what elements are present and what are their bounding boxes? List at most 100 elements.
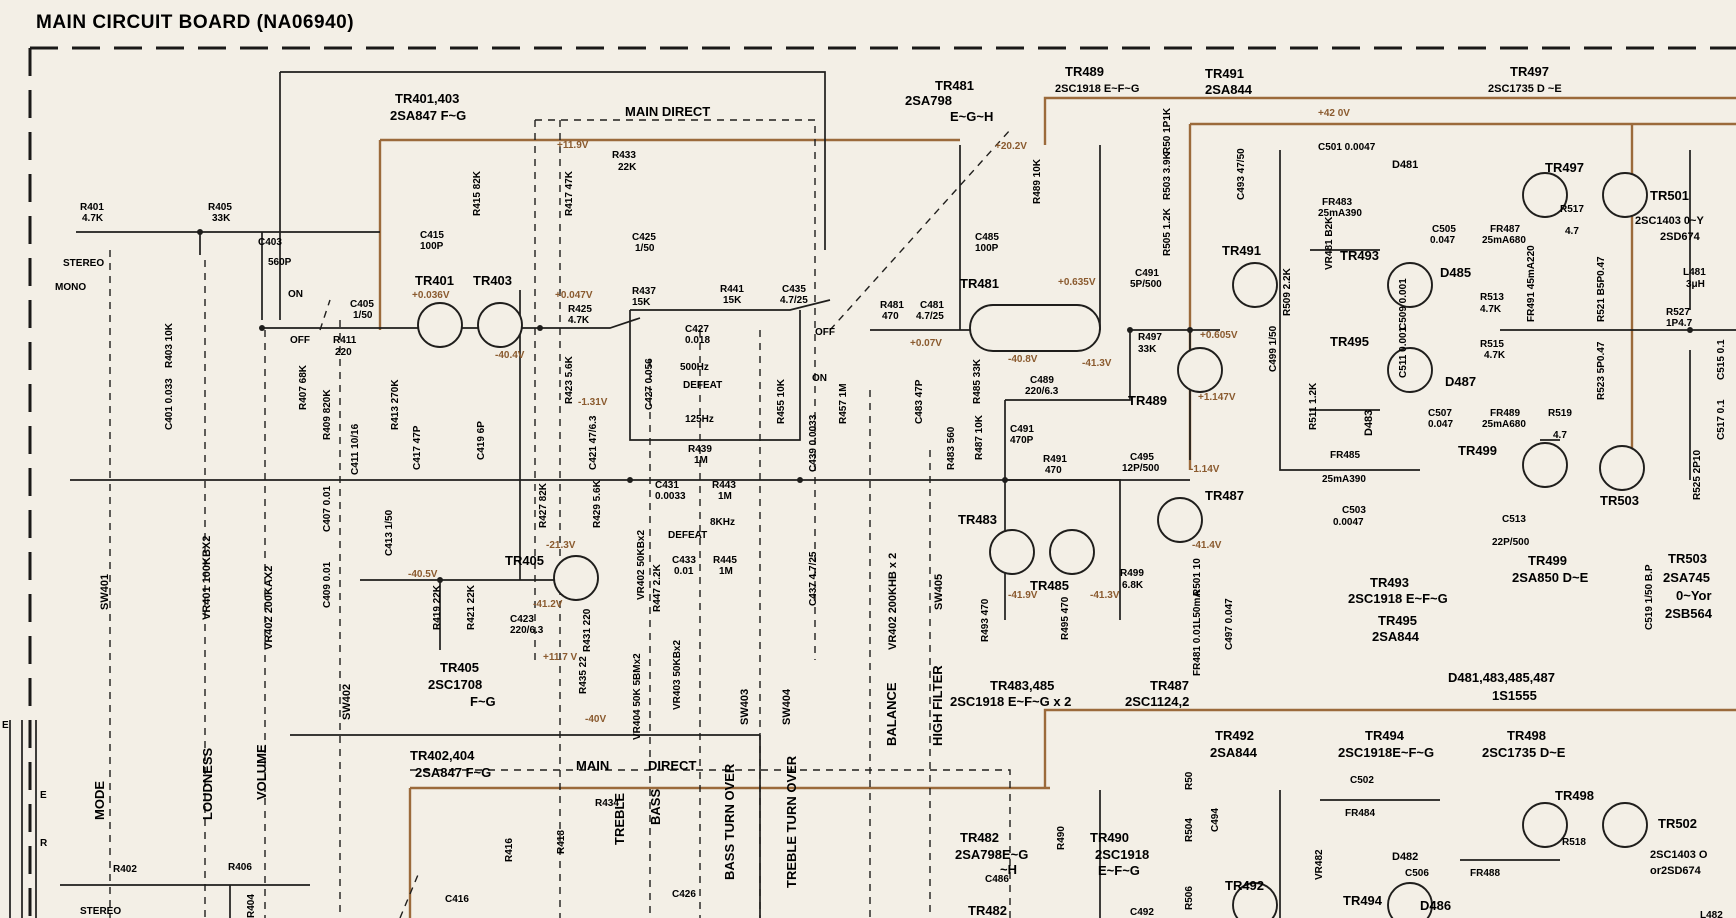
r485: R485 33K: [972, 358, 983, 404]
vr402c: VR402 200KHB x 2: [887, 553, 899, 650]
wiring: [9, 71, 1736, 918]
d483: D483: [1363, 410, 1375, 436]
c494: C494: [1210, 808, 1221, 832]
c423: C423: [510, 614, 534, 625]
v-0-036: +0.036V: [412, 290, 450, 301]
c407: C407 0.01: [322, 485, 333, 532]
c401: C401 0.033: [164, 378, 175, 430]
r503: R503 3.9K: [1162, 151, 1173, 200]
tr481-symbol: [969, 304, 1101, 352]
r506: R506: [1184, 886, 1195, 910]
c425: C425: [632, 232, 656, 243]
r513-v: 4.7K: [1480, 304, 1502, 315]
v-11-9: +11.9V: [557, 140, 589, 151]
r481: R481: [880, 300, 904, 311]
r433: R433: [612, 150, 636, 161]
main-bot: MAIN: [576, 758, 609, 773]
r405-v: 33K: [212, 213, 231, 224]
r455: R455 10K: [776, 378, 787, 424]
fr485: FR485: [1330, 450, 1360, 461]
r405: R405: [208, 202, 232, 213]
v-1-14: -1.14V: [1190, 464, 1220, 475]
r447: R447 2.2K: [652, 563, 663, 612]
on: ON: [812, 373, 827, 384]
r481-v: 470: [882, 311, 899, 322]
c507-v: 0.047: [1428, 419, 1453, 430]
fr489-v: 25mA680: [1482, 419, 1526, 430]
c425-v: 1/50: [635, 243, 655, 254]
r425-v: 4.7K: [568, 315, 590, 326]
r518: R518: [1562, 837, 1586, 848]
tr502-lbl: TR502: [1658, 816, 1697, 831]
tr494-symbol: [1387, 882, 1433, 918]
r441-v: 15K: [723, 295, 742, 306]
r413: R413 270K: [390, 379, 401, 430]
tr497-symbol: [1522, 172, 1568, 218]
r489: R489 10K: [1032, 158, 1043, 204]
r527-v: 1P4.7: [1666, 318, 1693, 329]
tr487-lbl: TR487: [1205, 488, 1244, 503]
tr493-lbl: TR493: [1340, 248, 1379, 263]
r429: R429 5.6K: [592, 479, 603, 528]
r499-v: 6.8K: [1122, 580, 1144, 591]
c499: C499 1/50: [1268, 325, 1279, 372]
fr491: FR491 45mA220: [1526, 245, 1537, 322]
f500: 500Hz: [680, 362, 709, 373]
r403: R403 10K: [164, 322, 175, 368]
tr503-type3: 2SB564: [1665, 606, 1713, 621]
tr401-403-type: 2SA847 F~G: [390, 108, 466, 123]
r497-v: 33K: [1138, 344, 1157, 355]
tr482-name: TR482: [960, 830, 999, 845]
r425: R425: [568, 304, 592, 315]
tr498-lbl: TR498: [1555, 788, 1594, 803]
tr498-symbol: [1522, 802, 1568, 848]
c489-v: 220/6.3: [1025, 386, 1059, 397]
v-21-3: -21.3V: [546, 540, 576, 551]
r405b: R406: [228, 862, 252, 873]
c423-v: 220/6.3: [510, 625, 544, 636]
r519-v: 4.7: [1553, 430, 1567, 441]
c503: C503: [1342, 505, 1366, 516]
r402: R402: [113, 864, 137, 875]
r417: R417 47K: [564, 170, 575, 216]
tr495-lbl: TR495: [1330, 334, 1369, 349]
tr495-symbol: [1387, 347, 1433, 393]
tr489-lbl: TR489: [1128, 393, 1167, 408]
r487: R487 10K: [974, 414, 985, 460]
v-40-5: -40.5V: [408, 569, 438, 580]
tr490-type: 2SC1918: [1095, 847, 1149, 862]
v-20-2: +20.2V: [995, 141, 1027, 152]
r409: R409 820K: [322, 389, 333, 440]
c517: C517 0.1: [1716, 399, 1727, 440]
v-40: -40V: [585, 714, 606, 725]
sw403: SW403: [739, 689, 751, 725]
r527: R527: [1666, 307, 1690, 318]
tr501-lbl: TR501: [1650, 188, 1689, 203]
sw401: SW401: [99, 574, 111, 610]
r523: R523 5P0.47: [1596, 341, 1607, 400]
r431: R431 220: [582, 608, 593, 652]
tr489-type: 2SC1918 E~F~G: [1055, 83, 1139, 95]
d481: D481: [1392, 159, 1418, 171]
tr487-name: TR487: [1150, 678, 1189, 693]
tr491-symbol: [1232, 262, 1278, 308]
c403: C403: [258, 237, 282, 248]
tr494-name: TR494: [1365, 728, 1405, 743]
c427b: C427 0.056: [644, 358, 655, 410]
tr499-type: 2SA850 D~E: [1512, 570, 1589, 585]
c491b-v: 470P: [1010, 435, 1034, 446]
volume: VOLUME: [254, 744, 269, 800]
vr402b: VR402 50KBx2: [636, 530, 647, 600]
r445: R445: [713, 555, 737, 566]
c403-v: 560P: [268, 257, 292, 268]
r416: R416: [504, 838, 515, 862]
tr487-type: 2SC1124,2: [1125, 694, 1189, 709]
c511: C511 0.001: [1398, 326, 1409, 378]
v-11-7: +11.7 V: [543, 652, 578, 663]
vr404: VR404 50K 5BMx2: [632, 653, 643, 740]
tr494-lbl: TR494: [1343, 893, 1383, 908]
r521: R521 B5P0.47: [1596, 256, 1607, 322]
fr487: FR487: [1490, 224, 1520, 235]
r443-v: 1M: [718, 491, 732, 502]
r419: R419 22K: [432, 584, 443, 630]
